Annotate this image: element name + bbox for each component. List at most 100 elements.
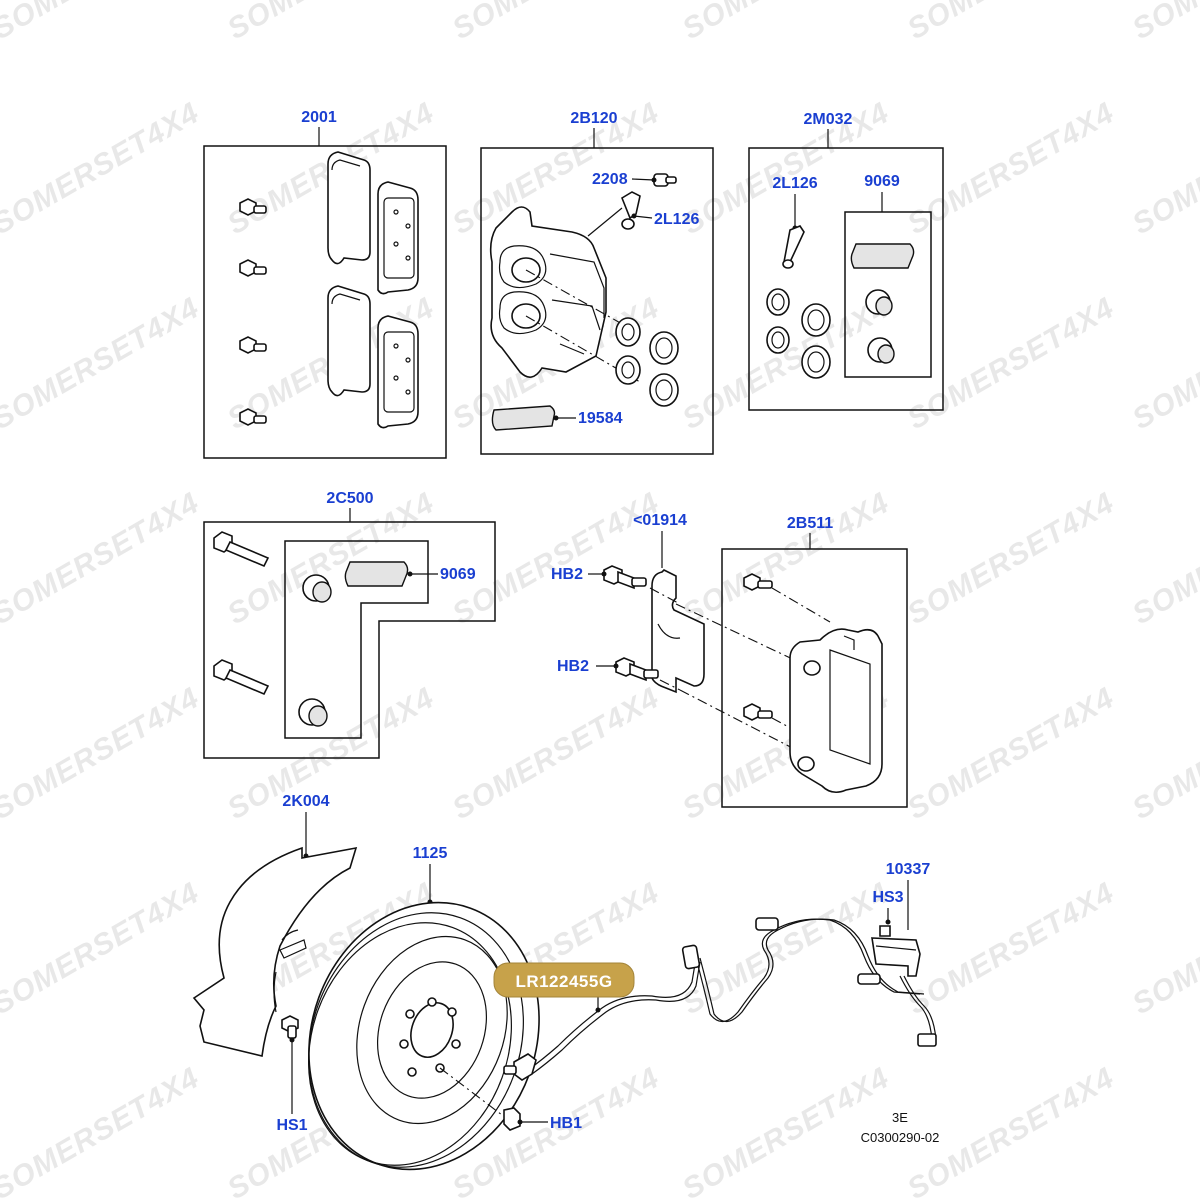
label-2b120[interactable]: 2B120 [570, 110, 617, 127]
piston-seal [615, 355, 641, 385]
label-hb2[interactable]: HB2 [557, 658, 589, 675]
label-1125[interactable]: 1125 [413, 845, 448, 862]
group-2b120-caliper-assembly[interactable]: 2B120 [480, 110, 714, 455]
piston-seal [615, 317, 641, 347]
illustration-ref: 3E [892, 1110, 908, 1125]
group-1125-brake-disc[interactable]: 1125 HB1 [272, 845, 582, 1200]
watermark: SOMERSET4X4 [677, 486, 895, 631]
watermark: SOMERSET4X4 [447, 681, 665, 826]
guide-pin [213, 659, 270, 696]
leader-line [587, 207, 623, 237]
leader-dot [553, 415, 559, 421]
brake-pad-upper-outer [327, 151, 371, 265]
leader-dot [885, 919, 891, 925]
dust-cap-clip [782, 225, 805, 269]
pad-bolt [239, 198, 267, 216]
guide-pin-boot [867, 337, 895, 364]
pad-bolt [239, 336, 267, 354]
label-2001[interactable]: 2001 [301, 109, 337, 126]
group-2c500-guide-pin-kit[interactable]: 2C500 9069 [203, 490, 496, 759]
label-hs3[interactable]: HS3 [872, 889, 903, 906]
leader-dot [289, 1037, 295, 1043]
watermark: SOMERSET4X4 [677, 0, 895, 46]
group-10337-wear-sensor[interactable]: 10337 HS3 [503, 861, 937, 1081]
label-hb1[interactable]: HB1 [550, 1115, 582, 1132]
pad-bolt [239, 408, 267, 426]
label-01914[interactable]: <01914 [633, 512, 687, 529]
watermark: SOMERSET4X4 [902, 486, 1120, 631]
watermark: SOMERSET4X4 [677, 291, 895, 436]
sensor-probe [503, 1053, 537, 1081]
group-01914-pad-shim[interactable]: <01914 HB2 HB2 [551, 512, 705, 694]
label-2m032[interactable]: 2M032 [804, 111, 853, 128]
group-2m032-seal-kit[interactable]: 2M032 2L126 9069 [748, 111, 944, 411]
leader-dot [595, 1007, 601, 1013]
leader-dot [613, 663, 619, 669]
watermark: SOMERSET4X4 [0, 1061, 205, 1200]
group-frame [748, 147, 944, 411]
guide-pin-boot [302, 574, 332, 603]
grease-sachet [344, 561, 409, 587]
watermark: SOMERSET4X4 [0, 0, 205, 46]
badge-background [493, 962, 635, 998]
label-2l126[interactable]: 2L126 [654, 211, 699, 228]
watermark: SOMERSET4X4 [677, 876, 895, 1021]
watermark: SOMERSET4X4 [1127, 291, 1200, 436]
label-10337[interactable]: 10337 [886, 861, 931, 878]
leader-dot [651, 177, 657, 183]
axis-line [679, 689, 809, 757]
label-2k004[interactable]: 2K004 [282, 793, 329, 810]
label-2l126[interactable]: 2L126 [772, 175, 817, 192]
watermark: SOMERSET4X4 [1127, 96, 1200, 241]
carrier-bolt [743, 573, 773, 591]
watermark: SOMERSET4X4 [0, 291, 205, 436]
caliper-body [489, 206, 607, 378]
group-2001-brake-pad-kit[interactable]: 2001 [203, 109, 447, 459]
group-2b511-caliper-carrier[interactable]: 2B511 [675, 515, 908, 808]
watermark: SOMERSET4X4 [1127, 486, 1200, 631]
group-2k004-splash-shield[interactable]: 2K004 HS1 [192, 793, 358, 1134]
watermark: SOMERSET4X4 [222, 681, 440, 826]
shield-screw [281, 1015, 299, 1039]
label-9069[interactable]: 9069 [864, 173, 900, 190]
label-9069[interactable]: 9069 [440, 566, 476, 583]
pad-bolt [239, 259, 267, 277]
cable-clip [755, 917, 779, 931]
watermark: SOMERSET4X4 [222, 0, 440, 46]
piston-seal [801, 303, 831, 337]
watermark: SOMERSET4X4 [902, 0, 1120, 46]
hub-bolt [603, 565, 647, 590]
leader-dot [601, 571, 607, 577]
watermark: SOMERSET4X4 [902, 681, 1120, 826]
grease-sachet [491, 405, 556, 431]
group-frame [203, 521, 496, 759]
watermark: SOMERSET4X4 [1127, 681, 1200, 826]
brake-pad-lower-outer [327, 285, 371, 397]
axis-line [659, 679, 681, 691]
watermark: SOMERSET4X4 [1127, 0, 1200, 46]
piston-seal [649, 373, 679, 407]
guide-pin-boot [865, 289, 893, 316]
sensor-cable [527, 918, 937, 1075]
label-2b511[interactable]: 2B511 [787, 515, 833, 532]
piston-seal [801, 345, 831, 379]
cable-clip [681, 944, 701, 970]
guide-pin-boot [298, 698, 328, 727]
guide-pin [213, 531, 270, 568]
label-hs1[interactable]: HS1 [276, 1117, 307, 1134]
group-frame [721, 548, 908, 808]
watermark: SOMERSET4X4 [0, 486, 205, 631]
label-hb2[interactable]: HB2 [551, 566, 583, 583]
disc-retaining-screw [503, 1107, 521, 1131]
label-2c500[interactable]: 2C500 [326, 490, 373, 507]
watermark: SOMERSET4X4 [902, 876, 1120, 1021]
watermark: SOMERSET4X4 [902, 291, 1120, 436]
brake-disc [308, 901, 540, 1171]
anti-rattle-shim [650, 569, 705, 694]
label-19584[interactable]: 19584 [578, 410, 623, 427]
brake-pad-upper-inner [377, 181, 419, 295]
watermark: SOMERSET4X4 [447, 96, 665, 241]
part-number-badge[interactable]: LR122455G [493, 962, 635, 998]
label-2208[interactable]: 2208 [592, 171, 628, 188]
